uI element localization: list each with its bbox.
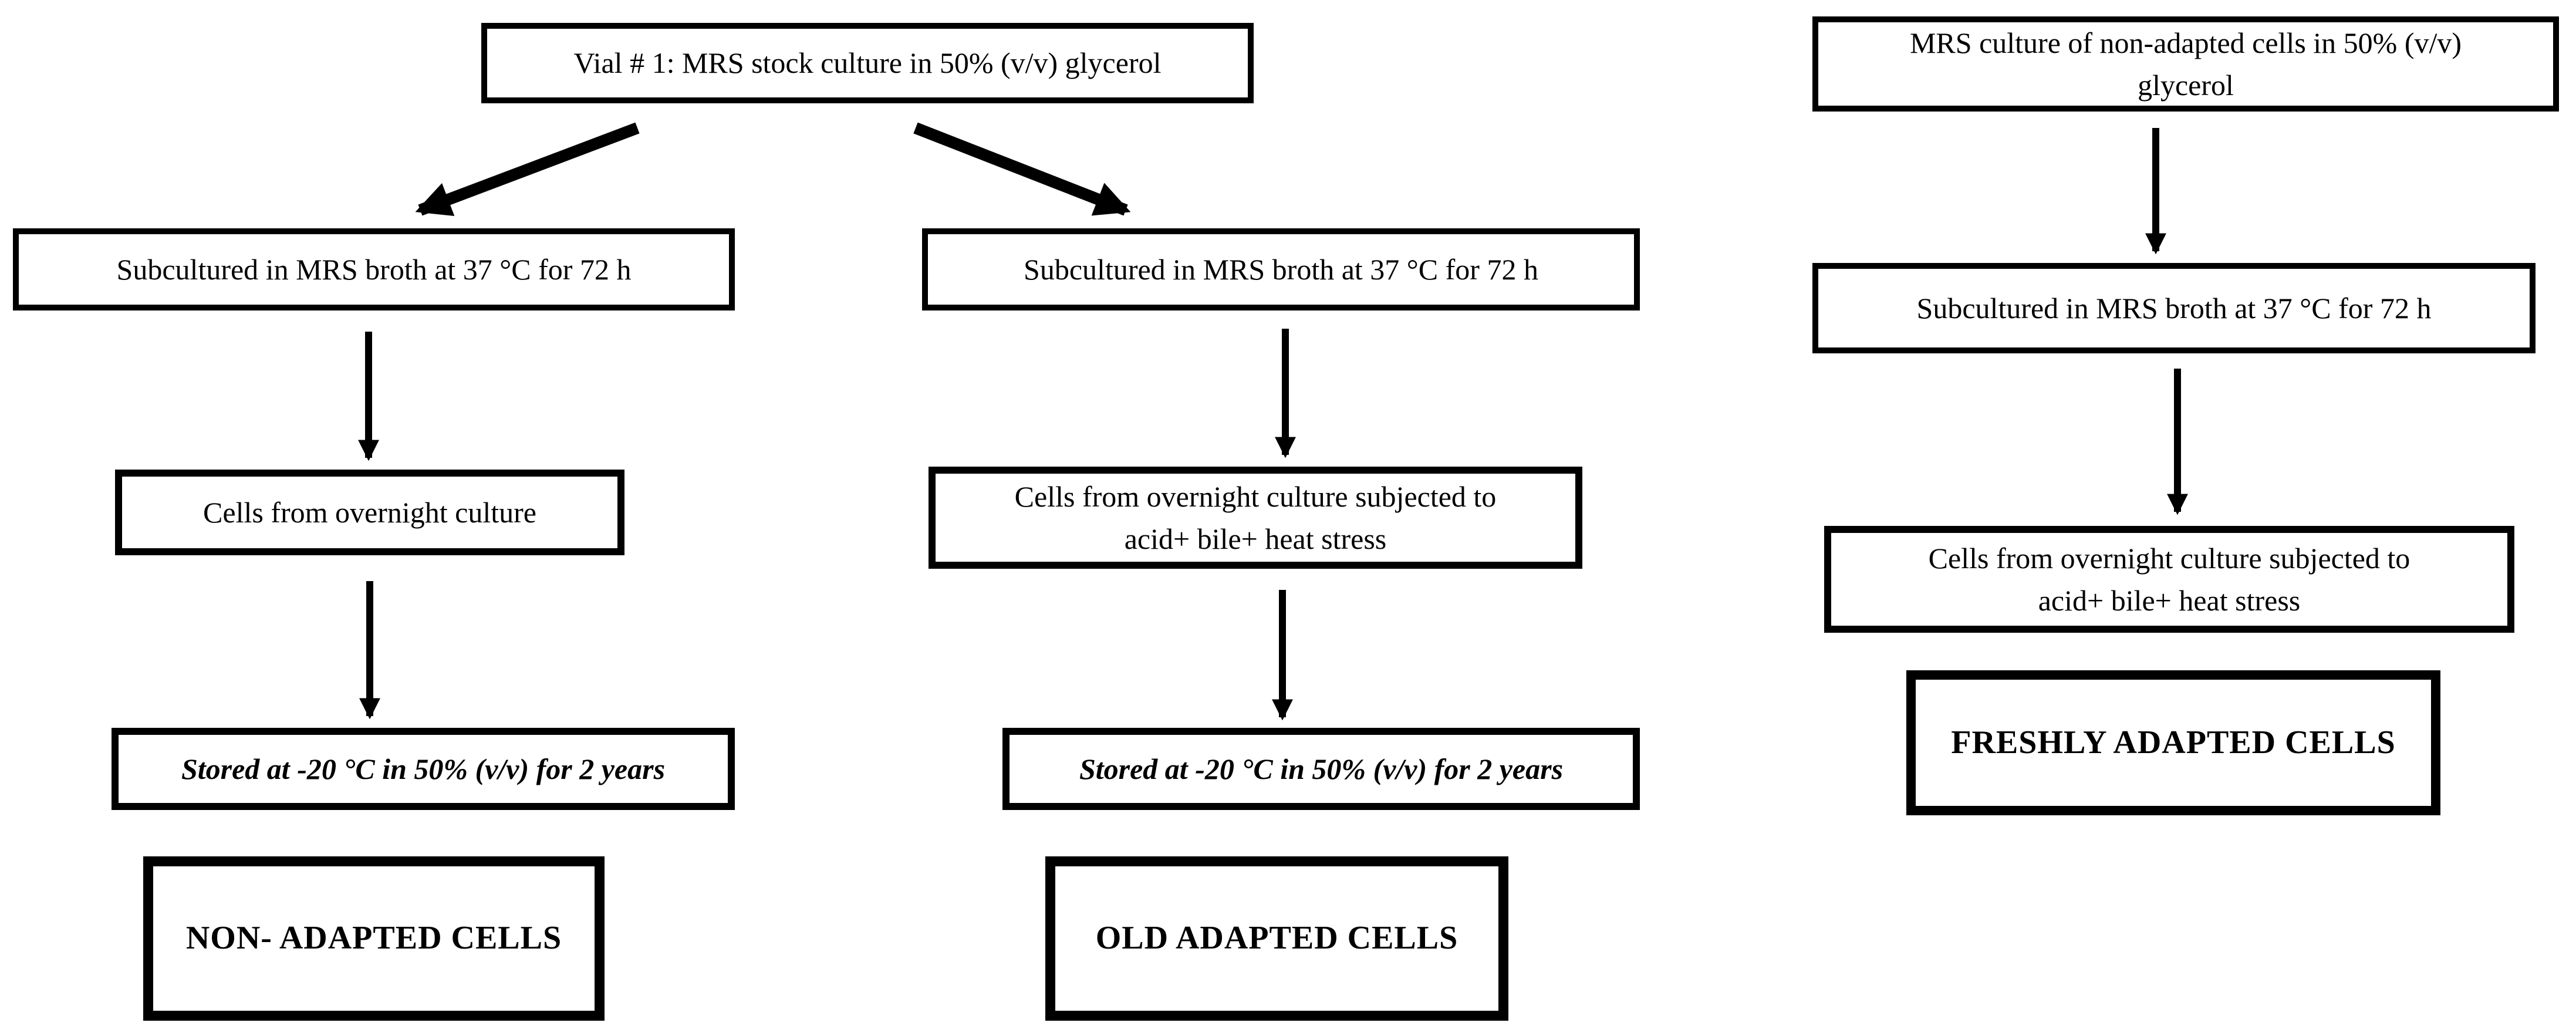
box-left-overnight-cells: Cells from overnight culture — [115, 470, 624, 555]
box-non-adapted-cells-result: NON- ADAPTED CELLS — [143, 856, 605, 1021]
box-left-stored: Stored at -20 °C in 50% (v/v) for 2 year… — [112, 728, 735, 810]
box-right-subcultured: Subcultured in MRS broth at 37 °C for 72… — [1812, 263, 2536, 353]
box-right-stressed-cells: Cells from overnight culture subjected t… — [1824, 526, 2514, 633]
box-old-adapted-cells-result: OLD ADAPTED CELLS — [1045, 856, 1508, 1021]
box-left-subcultured: Subcultured in MRS broth at 37 °C for 72… — [13, 228, 735, 310]
box-mid-subcultured: Subcultured in MRS broth at 37 °C for 72… — [922, 228, 1640, 310]
box-mid-stressed-cells: Cells from overnight culture subjected t… — [929, 467, 1582, 569]
box-freshly-adapted-cells-result: FRESHLY ADAPTED CELLS — [1906, 670, 2440, 815]
arrow-root-to-mid-subcultured — [913, 122, 1131, 216]
box-mid-stored: Stored at -20 °C in 50% (v/v) for 2 year… — [1002, 728, 1640, 810]
arrow-root-to-left-subcultured — [415, 122, 640, 217]
box-stock-culture: Vial # 1: MRS stock culture in 50% (v/v)… — [481, 23, 1254, 103]
box-right-source-culture: MRS culture of non-adapted cells in 50% … — [1812, 16, 2559, 112]
